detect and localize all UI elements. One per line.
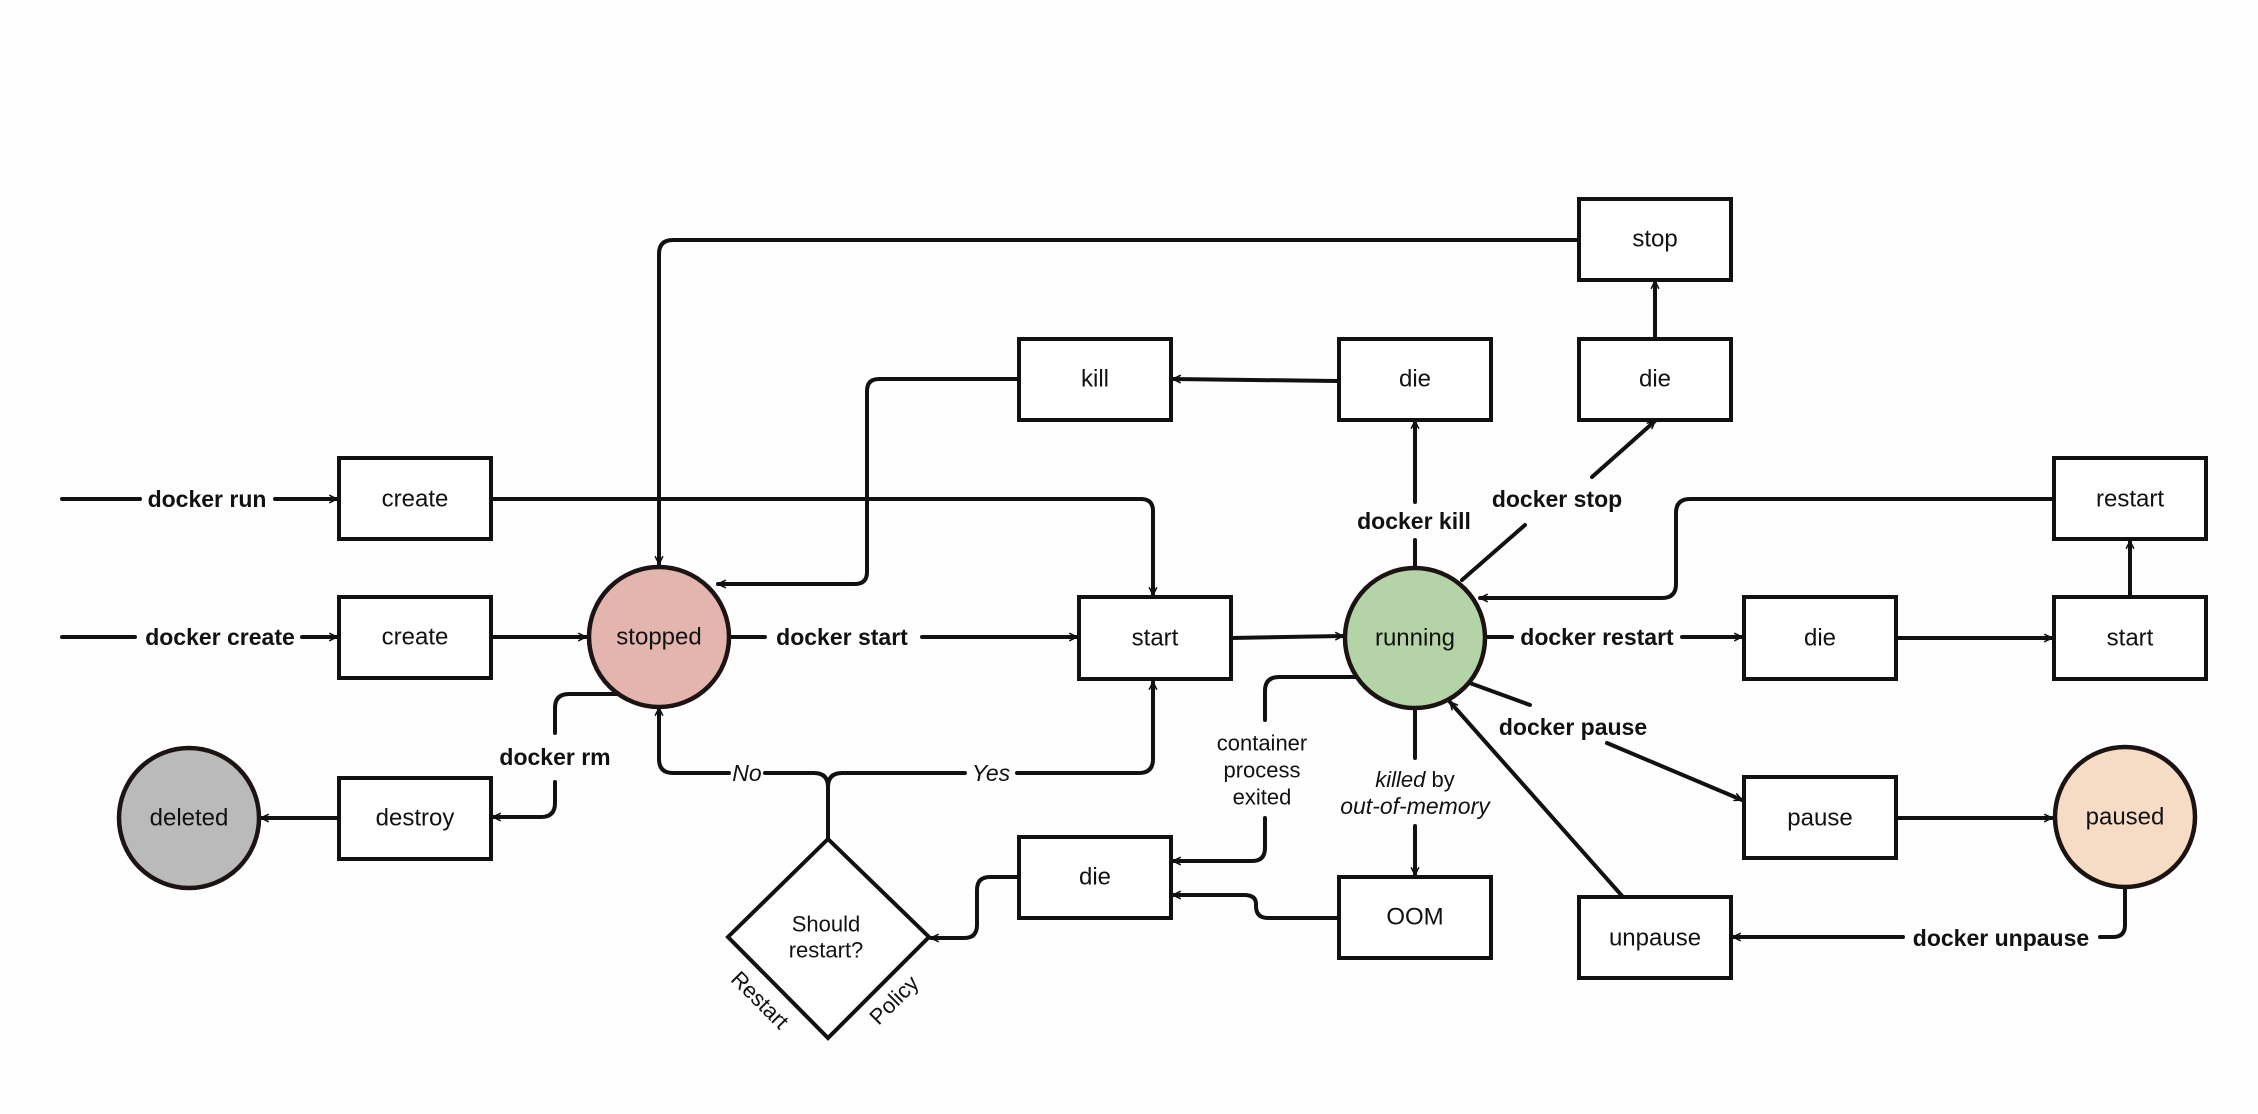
box-destroy: destroy <box>337 776 493 861</box>
label-docker-create: docker create <box>145 624 295 650</box>
state-stopped: stopped <box>586 564 732 710</box>
box-die-restart: die <box>1742 595 1898 681</box>
box-stop: stop <box>1577 197 1733 282</box>
box-restart-label: restart <box>2096 486 2164 513</box>
edge-unpause-to-running <box>1448 700 1625 899</box>
edge-docker-pause-b <box>1605 741 1744 802</box>
box-create-label: create <box>382 624 449 651</box>
edge-create-to-start <box>489 497 1158 597</box>
label-oom-killed-by: killed by <box>1375 767 1455 792</box>
box-restart: restart <box>2052 456 2208 541</box>
label-docker-stop: docker stop <box>1492 486 1622 512</box>
box-unpause: unpause <box>1577 895 1733 980</box>
state-stopped-circle <box>586 564 732 710</box>
box-die-kill-label: die <box>1399 366 1431 393</box>
box-create-run-label: create <box>382 486 449 513</box>
label-docker-unpause: docker unpause <box>1913 925 2089 951</box>
edge-die-to-decision <box>929 875 1021 943</box>
box-create-run: create <box>337 456 493 541</box>
edge-restart-to-running <box>1478 497 2056 603</box>
label-docker-pause: docker pause <box>1499 714 1647 740</box>
box-die-exit-label: die <box>1079 864 1111 891</box>
state-deleted: deleted <box>116 745 262 891</box>
edge-docker-unpause-a <box>2098 886 2127 939</box>
label-oom-cause: out-of-memory <box>1340 793 1491 819</box>
box-pause: pause <box>1742 775 1898 860</box>
box-stop-label: stop <box>1632 226 1677 253</box>
box-kill-label: kill <box>1081 366 1109 393</box>
state-running: running <box>1342 565 1488 711</box>
edge-kill-to-stopped <box>716 377 1021 589</box>
label-docker-rm: docker rm <box>499 744 610 770</box>
label-docker-start: docker start <box>776 624 908 650</box>
edge-start-to-running <box>1229 631 1345 641</box>
box-oom-label: OOM <box>1386 904 1443 931</box>
box-start-label: start <box>1132 625 1179 652</box>
label-docker-kill: docker kill <box>1357 508 1471 534</box>
label-container-exited-1: container <box>1217 731 1308 756</box>
edge-decision-no <box>654 706 731 775</box>
decision-line1: Should <box>792 912 861 937</box>
state-stopped-label: stopped <box>616 624 701 651</box>
box-start-restart-label: start <box>2107 625 2154 652</box>
edge-die-to-kill <box>1171 374 1339 384</box>
box-create: create <box>337 595 493 680</box>
edge-docker-stop-b <box>1590 419 1657 479</box>
label-docker-run: docker run <box>148 486 267 512</box>
box-die-restart-label: die <box>1804 625 1836 652</box>
box-die-kill: die <box>1337 337 1493 422</box>
edge-docker-rm-a <box>553 692 619 735</box>
edge-container-exited-a <box>1263 675 1362 722</box>
edge-decision-stem-right <box>826 771 967 789</box>
state-paused-label: paused <box>2086 804 2165 831</box>
box-die-stop: die <box>1577 337 1733 422</box>
edge-oom-to-die <box>1171 890 1341 920</box>
box-kill: kill <box>1017 337 1173 422</box>
box-pause-label: pause <box>1787 805 1852 832</box>
state-running-circle <box>1342 565 1488 711</box>
box-die-exit: die <box>1017 835 1173 920</box>
decision-should-restart: Should restart? Restart Policy <box>725 836 932 1041</box>
label-oom-by: by <box>1425 767 1454 792</box>
box-start: start <box>1077 595 1233 681</box>
label-container-exited-3: exited <box>1233 785 1292 810</box>
state-deleted-label: deleted <box>150 805 229 832</box>
state-running-label: running <box>1375 625 1455 652</box>
box-unpause-label: unpause <box>1609 925 1701 952</box>
edge-docker-rm-b <box>491 780 557 822</box>
edge-docker-pause-a <box>1465 680 1532 707</box>
label-oom-killed: killed <box>1375 767 1426 792</box>
edge-decision-stem <box>763 771 830 841</box>
edge-stop-to-stopped <box>654 238 1581 566</box>
box-oom: OOM <box>1337 875 1493 960</box>
label-docker-restart: docker restart <box>1520 624 1674 650</box>
box-destroy-label: destroy <box>376 805 455 832</box>
label-decision-yes: Yes <box>972 760 1011 786</box>
label-decision-no: No <box>732 760 762 786</box>
edge-container-exited-b <box>1171 816 1267 866</box>
decision-line2: restart? <box>789 938 864 963</box>
box-start-restart: start <box>2052 595 2208 681</box>
state-deleted-circle <box>116 745 262 891</box>
state-paused-circle <box>2052 744 2198 890</box>
box-die-stop-label: die <box>1639 366 1671 393</box>
state-paused: paused <box>2052 744 2198 890</box>
edge-decision-yes <box>1015 680 1158 775</box>
edge-docker-stop-a <box>1460 523 1527 582</box>
label-container-exited-2: process <box>1223 758 1300 783</box>
